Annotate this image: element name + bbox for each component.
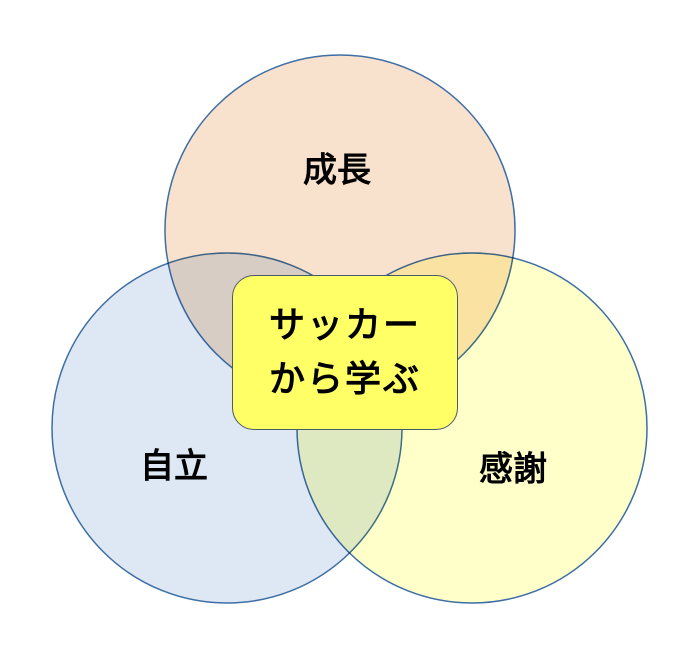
center-line-2: から学ぶ (268, 358, 421, 400)
label-gratitude: 感謝 (479, 449, 547, 490)
label-independence: 自立 (140, 446, 208, 487)
label-growth: 成長 (303, 150, 371, 191)
center-box: サッカー から学ぶ (232, 275, 458, 430)
center-line-1: サッカー (268, 304, 421, 346)
